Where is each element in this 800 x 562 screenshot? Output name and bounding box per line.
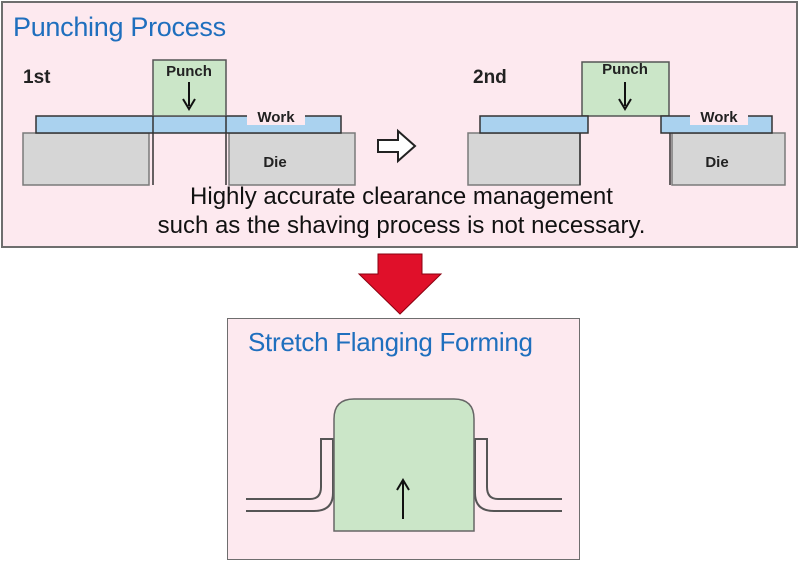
punching-process-panel: Punching Process 1st Punch Work bbox=[1, 1, 798, 248]
step1-die-left bbox=[22, 132, 150, 186]
step2-work-label: Work bbox=[700, 109, 738, 126]
step1-down-arrow-icon bbox=[182, 82, 196, 111]
red-down-arrow-icon bbox=[357, 253, 443, 315]
step2-label: 2nd bbox=[473, 67, 507, 88]
stretch-flanging-panel: Stretch Flanging Forming bbox=[227, 318, 580, 560]
step1-punch-label: Punch bbox=[166, 63, 212, 80]
step2-diagram: 2nd Punch Work Die bbox=[467, 61, 786, 186]
step1-die-right bbox=[228, 132, 356, 186]
step1-die-label: Die bbox=[263, 154, 286, 171]
punching-diagram: 1st Punch Work Die bbox=[22, 59, 786, 186]
outline-right-arrow-icon bbox=[377, 128, 417, 164]
step2-die-left bbox=[467, 132, 581, 186]
note-line-1: Highly accurate clearance management bbox=[190, 183, 613, 210]
step2-die-label: Die bbox=[705, 154, 728, 171]
up-arrow-icon bbox=[396, 478, 410, 519]
step1-work-label: Work bbox=[257, 109, 295, 126]
flanging-punch bbox=[333, 398, 475, 532]
step2-work-left bbox=[479, 115, 589, 134]
punching-process-title: Punching Process bbox=[13, 12, 226, 42]
stretch-flanging-title: Stretch Flanging Forming bbox=[248, 327, 533, 357]
flanging-diagram bbox=[246, 398, 562, 532]
flange-right bbox=[474, 438, 562, 512]
step2-die-right bbox=[671, 132, 786, 186]
step1-label: 1st bbox=[23, 67, 51, 88]
step1-diagram: 1st Punch Work Die bbox=[22, 59, 356, 186]
note-line-2: such as the shaving process is not neces… bbox=[157, 212, 646, 239]
step2-down-arrow-icon bbox=[618, 82, 632, 111]
step2-punch-label: Punch bbox=[602, 61, 648, 78]
flange-left bbox=[246, 438, 334, 512]
